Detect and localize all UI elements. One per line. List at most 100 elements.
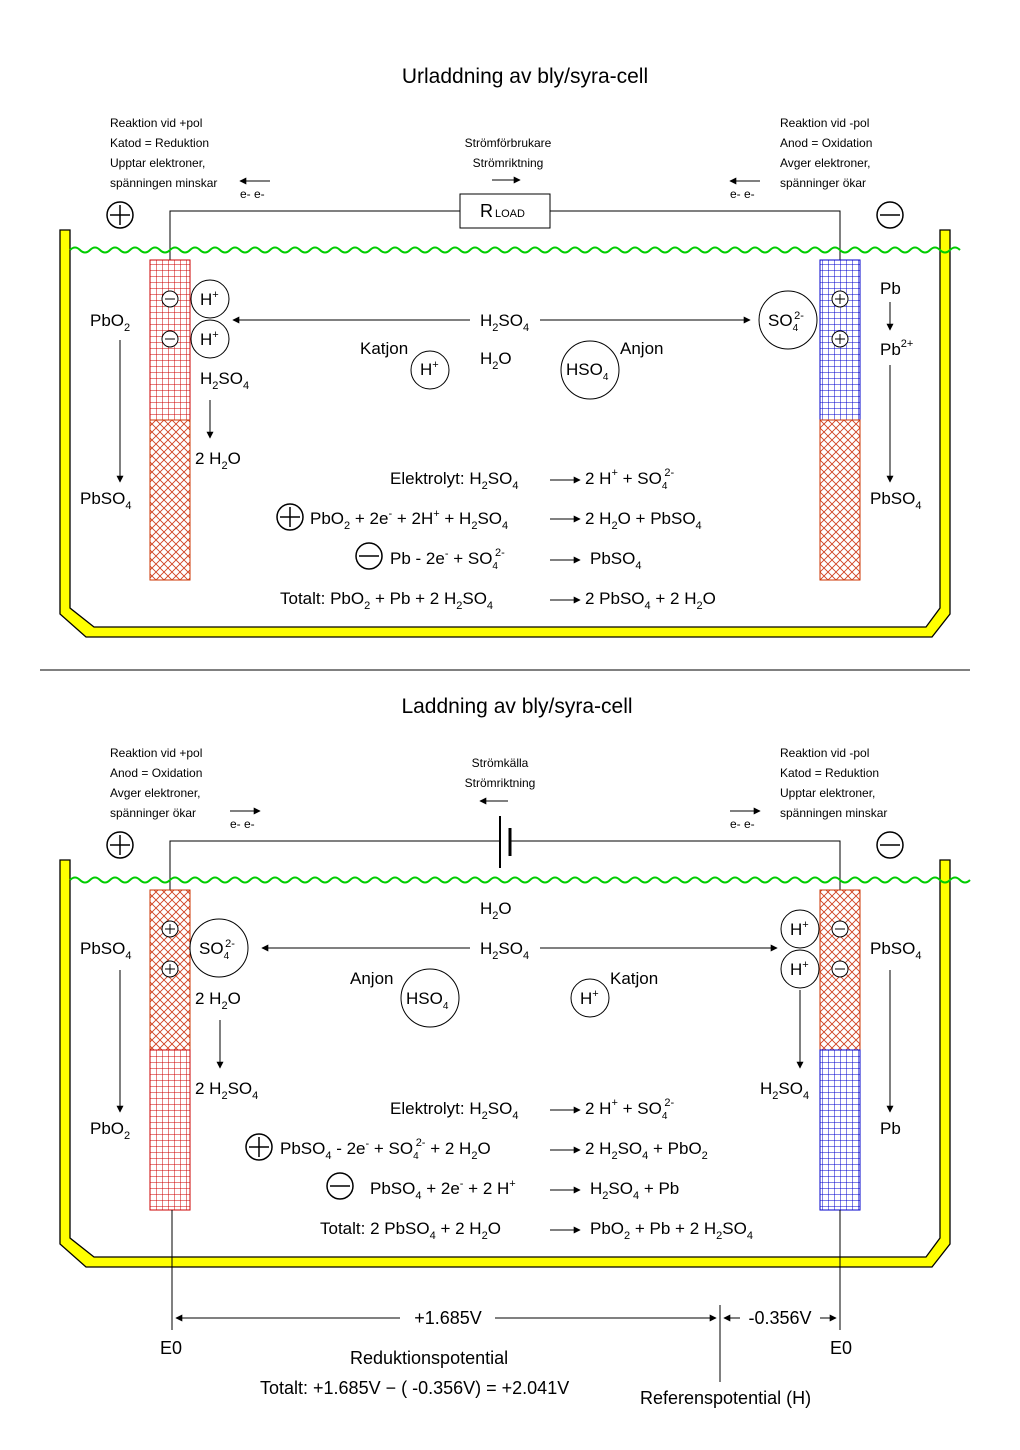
info-line: spänninger ökar bbox=[110, 806, 196, 820]
info-line: Reaktion vid +pol bbox=[110, 116, 202, 130]
info-line: Reaktion vid +pol bbox=[110, 746, 202, 760]
acid-center-label: H2SO4 bbox=[480, 939, 529, 962]
cation bbox=[570, 978, 610, 1018]
equation-minus-reactants: PbSO4 + 2e- + 2 H+ bbox=[370, 1178, 516, 1202]
right-bottom-label: Pb bbox=[880, 1119, 901, 1138]
negative-plate-sulfate bbox=[819, 419, 861, 581]
anjon-label: Anjon bbox=[350, 969, 393, 988]
discharge-section: Urladdning av bly/syra-cell Reaktion vid… bbox=[59, 65, 961, 638]
equation-electrolyte-products: 2 H+ + SO42- bbox=[585, 467, 675, 492]
electron-label: e- e- bbox=[730, 817, 755, 831]
minus-terminal-icon bbox=[876, 201, 904, 229]
anion bbox=[400, 968, 460, 1028]
charge-section: Laddning av bly/syra-cell Reaktion vid +… bbox=[59, 695, 971, 1268]
discharge-right-info: Reaktion vid -pol Anod = Oxidation Avger… bbox=[780, 116, 872, 190]
info-line: Reaktion vid -pol bbox=[780, 746, 869, 760]
plus-terminal-icon bbox=[106, 831, 134, 859]
potential-scale: +1.685V -0.356V E0 E0 Reduktionspotentia… bbox=[160, 1210, 852, 1408]
electron-label: e- e- bbox=[240, 187, 265, 201]
reference-potential-label: Referenspotential (H) bbox=[640, 1388, 811, 1408]
e0-left: E0 bbox=[160, 1338, 182, 1358]
equation-plus-products: 2 H2O + PbSO4 bbox=[585, 509, 702, 532]
acid-product-label: 2 H2SO4 bbox=[195, 1079, 258, 1102]
anion-label: HSO4 bbox=[406, 989, 449, 1012]
plus-potential: +1.685V bbox=[414, 1308, 482, 1328]
minus-potential: -0.356V bbox=[748, 1308, 811, 1328]
plus-charge-icon bbox=[161, 920, 179, 938]
acid-label: H2SO4 bbox=[200, 369, 249, 392]
equation-total-products: 2 PbSO4 + 2 H2O bbox=[585, 589, 716, 612]
equation-minus-products: PbSO4 bbox=[590, 549, 641, 572]
equation-plus-reactants: PbSO4 - 2e- + SO42- + 2 H2O bbox=[280, 1137, 491, 1162]
reduction-potential-label: Reduktionspotential bbox=[350, 1348, 508, 1368]
load-resistor bbox=[459, 193, 551, 229]
wire-left bbox=[169, 210, 460, 260]
equation-electrolyte: Elektrolyt: H2SO4 bbox=[390, 1099, 518, 1122]
minus-charge-icon bbox=[161, 330, 179, 348]
left-bottom-label: PbSO4 bbox=[80, 489, 131, 512]
info-line: spänningen minskar bbox=[110, 176, 217, 190]
load-caption: Strömförbrukare bbox=[465, 136, 552, 150]
cation bbox=[410, 350, 450, 390]
equation-electrolyte-products: 2 H+ + SO42- bbox=[585, 1097, 675, 1122]
negative-plate-pb bbox=[819, 1049, 861, 1211]
hydrogen-ion bbox=[780, 909, 820, 949]
wire-right bbox=[510, 840, 841, 890]
minus-icon bbox=[326, 1172, 354, 1200]
discharge-title: Urladdning av bly/syra-cell bbox=[402, 65, 648, 88]
electrolyte-surface bbox=[69, 246, 961, 254]
right-bottom-label: PbSO4 bbox=[870, 489, 921, 512]
equation-total-reactants: Totalt: 2 PbSO4 + 2 H2O bbox=[320, 1219, 501, 1242]
anion-label: HSO4 bbox=[566, 360, 609, 383]
charge-left-info: Reaktion vid +pol Anod = Oxidation Avger… bbox=[110, 746, 202, 820]
source-caption: Strömkälla bbox=[472, 756, 529, 770]
plus-charge-icon bbox=[161, 960, 179, 978]
right-mid-label: Pb2+ bbox=[880, 338, 913, 359]
info-line: Avger elektroner, bbox=[780, 156, 871, 170]
electron-label: e- e- bbox=[730, 187, 755, 201]
minus-icon bbox=[355, 542, 383, 570]
electrolyte-surface bbox=[69, 876, 971, 884]
electron-label: e- e- bbox=[230, 817, 255, 831]
equation-minus-products: H2SO4 + Pb bbox=[590, 1179, 679, 1202]
e0-right: E0 bbox=[830, 1338, 852, 1358]
hydrogen-ion bbox=[190, 279, 230, 319]
left-top-label: PbO2 bbox=[90, 311, 130, 334]
anjon-label: Anjon bbox=[620, 339, 663, 358]
acid-product-label: H2SO4 bbox=[760, 1079, 809, 1102]
charge-title: Laddning av bly/syra-cell bbox=[401, 695, 632, 718]
water-label: 2 H2O bbox=[195, 989, 241, 1012]
info-line: Anod = Oxidation bbox=[110, 766, 202, 780]
acid-center-label: H2SO4 bbox=[480, 311, 529, 334]
katjon-label: Katjon bbox=[360, 339, 408, 358]
wire-right bbox=[550, 210, 841, 260]
equation-total-reactants: Totalt: PbO2 + Pb + 2 H2SO4 bbox=[280, 589, 493, 612]
left-top-label: PbSO4 bbox=[80, 939, 131, 962]
sulfate-ion bbox=[758, 290, 818, 350]
tank bbox=[59, 229, 951, 638]
right-top-label: Pb bbox=[880, 279, 901, 298]
info-line: Anod = Oxidation bbox=[780, 136, 872, 150]
hydrogen-ion bbox=[780, 949, 820, 989]
wire-left bbox=[169, 840, 500, 890]
hydrogen-ion bbox=[190, 319, 230, 359]
total-potential: Totalt: +1.685V − ( -0.356V) = +2.041V bbox=[260, 1378, 569, 1398]
plus-icon bbox=[276, 503, 304, 531]
info-line: Avger elektroner, bbox=[110, 786, 201, 800]
minus-terminal-icon bbox=[876, 831, 904, 859]
info-line: Upptar elektroner, bbox=[110, 156, 205, 170]
plus-terminal-icon bbox=[106, 201, 134, 229]
sulfate-ion bbox=[189, 918, 249, 978]
positive-plate-pbo2 bbox=[149, 1049, 191, 1211]
info-line: Katod = Reduktion bbox=[110, 136, 209, 150]
minus-charge-icon bbox=[831, 960, 849, 978]
info-line: spänninger ökar bbox=[780, 176, 866, 190]
equation-total-products: PbO2 + Pb + 2 H2SO4 bbox=[590, 1219, 753, 1242]
water-product-label: 2 H2O bbox=[195, 449, 241, 472]
info-line: Reaktion vid -pol bbox=[780, 116, 869, 130]
plus-charge-icon bbox=[831, 290, 849, 308]
current-direction-caption: Strömriktning bbox=[465, 776, 536, 790]
equation-minus-reactants: Pb - 2e- + SO42- bbox=[390, 547, 505, 572]
